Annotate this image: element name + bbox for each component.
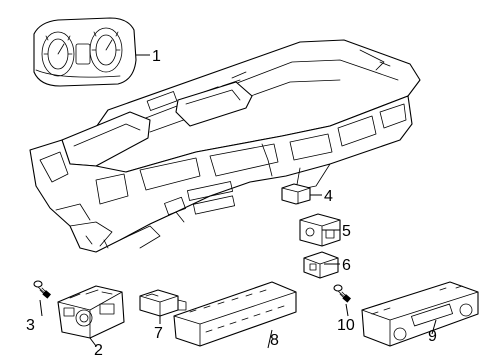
light-switch-part-2 xyxy=(57,285,125,339)
callout-labels: 1 2 3 4 5 6 7 8 9 10 xyxy=(26,48,437,359)
instrument-panel xyxy=(29,39,421,253)
switch-part-4 xyxy=(281,183,311,205)
screw-part-10 xyxy=(333,284,352,303)
callout-7: 7 xyxy=(154,325,163,342)
switch-part-6 xyxy=(303,251,339,279)
callout-2: 2 xyxy=(94,342,103,359)
callout-10: 10 xyxy=(337,317,355,334)
callout-4: 4 xyxy=(324,188,333,205)
instrument-cluster xyxy=(33,17,137,87)
callout-3: 3 xyxy=(26,317,35,334)
callout-8: 8 xyxy=(270,332,279,349)
screw-part-3 xyxy=(33,280,52,299)
leader-lines xyxy=(39,54,437,349)
callout-5: 5 xyxy=(342,223,351,240)
climate-control-part-9 xyxy=(361,281,479,347)
switch-panel-part-8 xyxy=(173,281,297,347)
callout-1: 1 xyxy=(152,48,161,65)
switch-part-5 xyxy=(299,213,341,247)
callout-9: 9 xyxy=(428,328,437,345)
switch-part-7 xyxy=(139,289,187,317)
callout-6: 6 xyxy=(342,257,351,274)
